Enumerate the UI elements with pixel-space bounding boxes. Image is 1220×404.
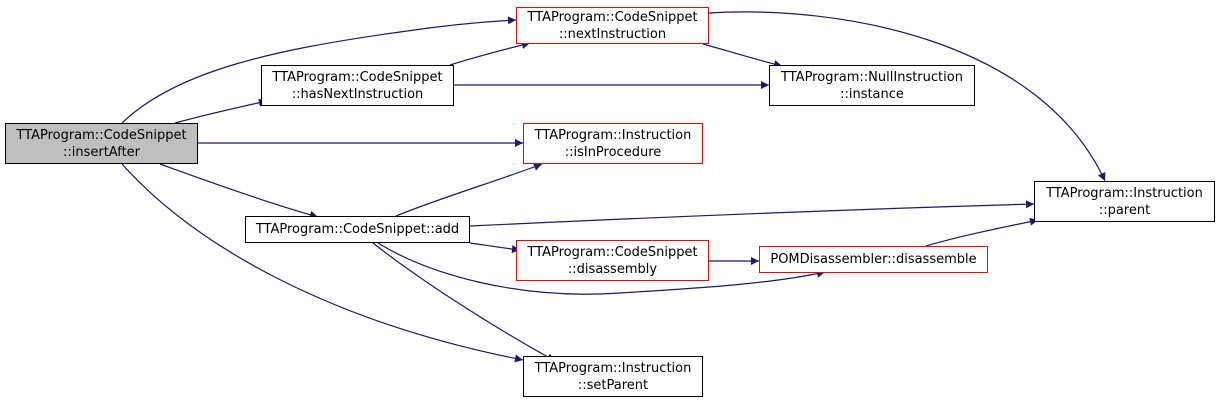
node-setParent[interactable]: TTAProgram::Instruction::setParent [523,356,703,397]
node-label-line1: TTAProgram::CodeSnippet [527,9,698,25]
edge-add-to-pomDisassemble [377,242,826,295]
node-label-line1: TTAProgram::NullInstruction [781,69,963,85]
node-label-line2: ::hasNextInstruction [291,86,424,102]
node-label-line1: TTAProgram::Instruction [534,360,692,376]
node-label-line1: TTAProgram::CodeSnippet [527,244,698,260]
node-label-line1: TTAProgram::CodeSnippet [16,127,187,143]
node-label-line1: TTAProgram::Instruction [534,127,692,143]
edge-insertAfter-to-nextInstruction [121,16,517,124]
edge-nextInstruction-to-nullInstance [702,43,783,68]
node-nextInstruction[interactable]: TTAProgram::CodeSnippet::nextInstruction [516,7,709,44]
edge-add-to-isInProcedure [395,163,543,217]
edge-insertAfter-to-hasNextInstruction [174,98,268,124]
edge-add-to-parent [469,200,1035,227]
node-label-line2: ::parent [1098,202,1151,218]
edge-insertAfter-to-add [159,163,319,219]
node-label-line2: ::nextInstruction [558,26,667,42]
node-label-line1: TTAProgram::CodeSnippet::add [255,222,460,237]
edge-nextInstruction-to-parent [708,11,1106,182]
edge-add-to-disassembly [469,242,521,254]
edge-hasNextInstruction-to-nextInstruction [449,41,531,66]
node-add[interactable]: TTAProgram::CodeSnippet::add [245,216,470,243]
node-label-line2: ::insertAfter [62,144,141,160]
node-insertAfter: TTAProgram::CodeSnippet::insertAfter [5,123,198,164]
node-label-line1: POMDisassembler::disassemble [770,252,977,267]
node-isInProcedure[interactable]: TTAProgram::Instruction::isInProcedure [523,123,703,164]
node-label-line2: ::setParent [577,377,649,393]
edge-pomDisassemble-to-parent [925,217,1039,247]
node-label-line2: ::instance [840,86,904,102]
node-pomDisassemble[interactable]: POMDisassembler::disassemble [759,246,988,273]
edges [121,11,1106,363]
node-label-line2: ::isInProcedure [564,144,662,160]
node-parent[interactable]: TTAProgram::Instruction::parent [1034,181,1215,222]
edge-insertAfter-to-setParent [121,163,524,363]
node-label-line1: TTAProgram::Instruction [1046,185,1203,201]
edge-add-to-setParent [372,242,556,362]
node-label-line2: ::disassembly [567,261,658,277]
node-label-line1: TTAProgram::CodeSnippet [272,69,443,85]
node-hasNextInstruction[interactable]: TTAProgram::CodeSnippet::hasNextInstruct… [261,65,454,106]
node-nullInstance[interactable]: TTAProgram::NullInstruction::instance [769,65,975,106]
node-disassembly[interactable]: TTAProgram::CodeSnippet::disassembly [516,240,709,281]
